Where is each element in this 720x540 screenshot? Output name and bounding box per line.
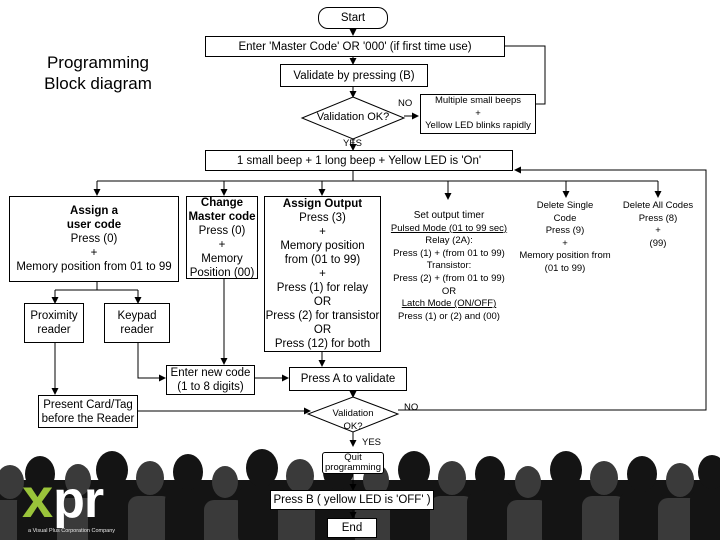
- crowd-head: [25, 456, 55, 492]
- crowd-body: [204, 500, 246, 540]
- no-label-1: NO: [398, 98, 413, 109]
- yes-label-2: YES: [362, 437, 382, 448]
- beep-on-text: 1 small beep + 1 long beep + Yellow LED …: [236, 154, 482, 167]
- delete-single-code-box: Delete Single Code Press (9) + Memory po…: [519, 200, 611, 274]
- crowd-body: [17, 492, 63, 540]
- end-node: End: [327, 518, 377, 538]
- no-label-2: NO: [404, 402, 419, 413]
- press-a-text: Press A to validate: [300, 373, 396, 385]
- crowd-head: [627, 456, 657, 492]
- validation-ok-decision-2: Validation OK?: [332, 408, 374, 432]
- set-output-timer-box: Set output timer Pulsed Mode (01 to 99 s…: [390, 210, 508, 322]
- enter-master-code-step: Enter 'Master Code' OR '000' (if first t…: [205, 36, 505, 57]
- end-text: End: [341, 522, 363, 534]
- start-node: Start: [318, 7, 388, 29]
- crowd-body: [542, 488, 590, 540]
- start-text: Start: [340, 12, 366, 24]
- crowd-body: [690, 490, 720, 540]
- crowd-head: [173, 454, 203, 490]
- crowd-head: [0, 465, 24, 499]
- crowd-head: [246, 449, 278, 487]
- crowd-body: [582, 496, 626, 540]
- present-card-box: Present Card/Tag before the Reader: [38, 395, 138, 428]
- enter-new-code-box: Enter new code (1 to 8 digits): [166, 365, 255, 395]
- crowd-head: [398, 451, 430, 489]
- validation-ok-decision: Validation OK?: [302, 111, 404, 125]
- crowd-head: [515, 466, 541, 498]
- crowd-head: [212, 466, 238, 498]
- crowd-body: [467, 492, 513, 540]
- quit-programming-box: Quit programming: [322, 452, 384, 474]
- proximity-reader-box: Proximity reader: [24, 303, 84, 343]
- xpr-logo-tagline: a Visual Plus Corporation Company: [28, 528, 116, 534]
- xpr-logo: xpr: [22, 470, 104, 529]
- crowd-head: [550, 451, 582, 489]
- validate-b-step: Validate by pressing (B): [280, 64, 428, 87]
- delete-all-codes-box: Delete All Codes Press (8) + (99): [622, 200, 694, 249]
- crowd-body: [165, 490, 211, 540]
- change-master-code-box: Change Master code Press (0) + Memory Po…: [186, 196, 258, 279]
- xpr-logo-rest: pr: [53, 471, 104, 529]
- diagram-title: Programming Block diagram: [18, 52, 178, 94]
- diagram-title-text: Programming Block diagram: [44, 53, 152, 93]
- crowd-head: [698, 455, 720, 489]
- error-beeps-box: Multiple small beeps + Yellow LED blinks…: [420, 94, 536, 134]
- crowd-body: [88, 488, 136, 540]
- assign-user-code-box: Assign a user code Press (0) + Memory po…: [9, 196, 179, 282]
- crowd-head: [438, 461, 466, 495]
- crowd-head: [666, 463, 694, 497]
- crowd-head: [475, 456, 505, 492]
- keypad-reader-box: Keypad reader: [104, 303, 170, 343]
- press-a-step: Press A to validate: [289, 367, 407, 391]
- crowd-body: [619, 492, 665, 540]
- crowd-head: [96, 451, 128, 489]
- validation-ok-text: Validation OK?: [316, 111, 390, 123]
- press-b-step: Press B ( yellow LED is 'OFF' ): [270, 490, 434, 510]
- crowd-body: [128, 496, 172, 540]
- yes-label-1: YES: [343, 138, 363, 149]
- xpr-logo-x: x: [22, 466, 54, 529]
- enter-master-code-text: Enter 'Master Code' OR '000' (if first t…: [238, 40, 472, 53]
- crowd-head: [590, 461, 618, 495]
- validate-b-text: Validate by pressing (B): [293, 69, 415, 82]
- crowd-body: [507, 500, 549, 540]
- assign-output-box: Assign Output Press (3) + Memory positio…: [264, 196, 381, 352]
- press-b-text: Press B ( yellow LED is 'OFF' ): [273, 494, 431, 506]
- crowd-body: [430, 496, 474, 540]
- crowd-head: [65, 464, 91, 496]
- crowd-head: [286, 459, 314, 493]
- beep-on-step: 1 small beep + 1 long beep + Yellow LED …: [205, 150, 513, 171]
- crowd-head: [136, 461, 164, 495]
